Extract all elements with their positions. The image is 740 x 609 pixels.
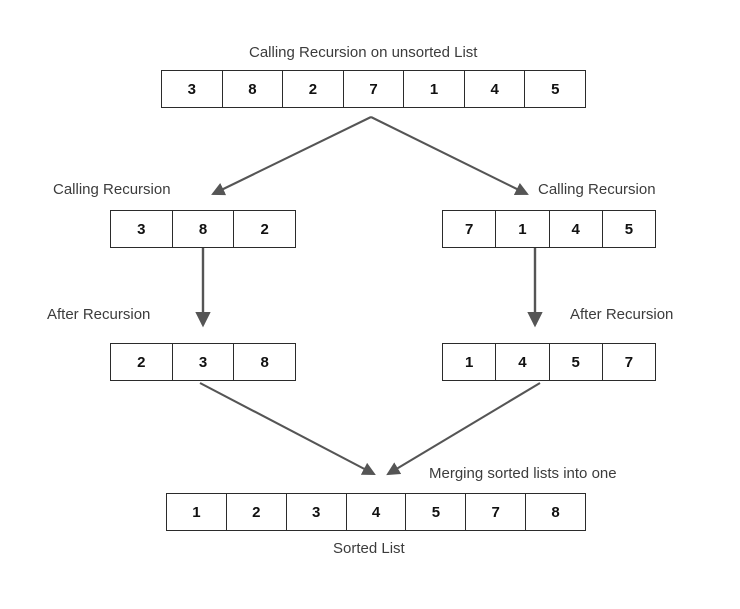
label-merging-sorted-lists: Merging sorted lists into one [429,465,617,482]
array-cell: 3 [172,344,235,380]
title-calling-recursion-unsorted: Calling Recursion on unsorted List [249,44,478,61]
array-cell: 4 [496,344,550,380]
array-cell: 2 [111,344,173,380]
array-cell: 2 [283,71,344,107]
array-cell: 8 [526,494,586,530]
array-cell: 8 [222,71,284,107]
array-cell: 4 [464,71,526,107]
split-arrow-right [370,116,529,196]
array-cell: 8 [172,211,235,247]
label-calling-recursion-right: Calling Recursion [538,181,656,198]
array-cell: 5 [602,211,655,247]
array-cell: 5 [406,494,467,530]
merge-arrow-right [386,382,541,476]
array-cell: 3 [286,494,347,530]
array-cell: 7 [443,211,497,247]
array-cell: 5 [549,344,603,380]
array-cell: 4 [346,494,407,530]
array-cell: 3 [111,211,173,247]
caption-sorted-list: Sorted List [333,540,405,557]
array-cell: 2 [234,211,296,247]
array-cell: 5 [525,71,586,107]
array-cell: 2 [226,494,287,530]
label-after-recursion-left: After Recursion [47,306,151,323]
array-cell: 3 [162,71,223,107]
label-calling-recursion-left: Calling Recursion [53,181,171,198]
array-cell: 8 [234,344,296,380]
merge-arrow-left [199,382,376,475]
array-cell: 1 [404,71,465,107]
array-cell: 1 [167,494,227,530]
array-cell: 7 [466,494,527,530]
label-after-recursion-right: After Recursion [570,306,674,323]
array-cell: 7 [602,344,655,380]
array-cell: 1 [496,211,550,247]
array-cell: 4 [549,211,603,247]
array-cell: 1 [443,344,497,380]
split-arrow-left [211,116,372,196]
array-cell: 7 [343,71,405,107]
